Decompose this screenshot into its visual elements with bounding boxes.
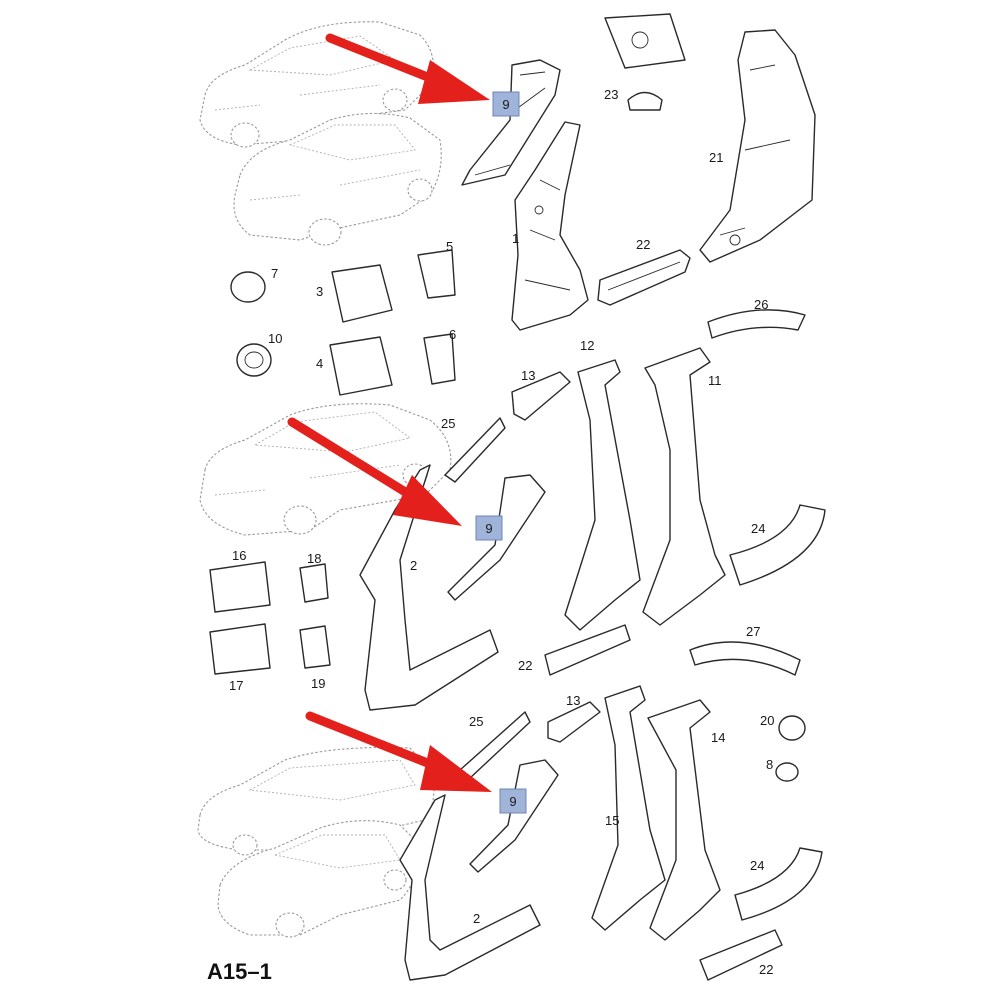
part-21-rear-panel <box>699 29 816 263</box>
part-9-bottom <box>469 759 559 873</box>
part-12-b-pillar-mid <box>564 359 641 631</box>
callout-22b: 22 <box>518 658 532 673</box>
callout-10: 10 <box>268 331 282 346</box>
callout-16: 16 <box>232 548 246 563</box>
callout-6: 6 <box>449 327 456 342</box>
callout-8: 8 <box>766 757 773 772</box>
callout-23: 23 <box>604 87 618 102</box>
part-27-arch-mid <box>689 641 801 676</box>
car-sedan-bottom <box>217 820 421 938</box>
callout-1: 1 <box>512 231 519 246</box>
small-parts-top-left <box>230 249 456 396</box>
highlight-part-9-mid[interactable]: 9 <box>475 515 503 541</box>
callout-24b: 24 <box>750 858 764 873</box>
part-11-b-pillar-outer-mid <box>642 347 726 626</box>
part-22-sill-top <box>597 249 691 306</box>
callout-26: 26 <box>754 297 768 312</box>
callout-11: 11 <box>708 373 722 388</box>
small-parts-bottom-right <box>775 715 806 782</box>
callout-13a: 13 <box>521 368 535 383</box>
part-26-arch <box>707 309 806 339</box>
part-14-b-pillar-outer-bottom <box>647 699 721 941</box>
diagram-code-label: A15–1 <box>207 959 272 984</box>
highlight-label: 9 <box>485 521 492 536</box>
part-23-grommet-with-pad <box>604 13 686 111</box>
part-24-rocker-mid <box>729 504 826 586</box>
part-2-a-pillar-mid <box>359 464 499 711</box>
part-22-sill-bottom <box>699 929 783 981</box>
callout-12: 12 <box>580 338 594 353</box>
car-sedan-top <box>233 112 442 246</box>
part-13-bracket-bottom <box>547 701 601 743</box>
callout-17: 17 <box>229 678 243 693</box>
callout-19: 19 <box>311 676 325 691</box>
callout-2b: 2 <box>473 911 480 926</box>
callout-22c: 22 <box>759 962 773 977</box>
part-25-roof-rail-mid <box>444 417 506 483</box>
callout-27: 27 <box>746 624 760 639</box>
callout-25a: 25 <box>441 416 455 431</box>
callout-13b: 13 <box>566 693 580 708</box>
callout-7: 7 <box>271 266 278 281</box>
red-arrow-top <box>325 33 490 104</box>
red-arrow-bottom <box>305 711 492 792</box>
highlight-label: 9 <box>509 794 516 809</box>
part-24-rocker-bottom <box>734 847 823 921</box>
red-arrow-mid <box>287 417 462 526</box>
highlight-part-9-top[interactable]: 9 <box>492 91 520 117</box>
callout-21: 21 <box>709 150 723 165</box>
callout-25b: 25 <box>469 714 483 729</box>
callout-3: 3 <box>316 284 323 299</box>
part-15-b-pillar-bottom <box>591 685 666 931</box>
callout-24a: 24 <box>751 521 765 536</box>
callout-20: 20 <box>760 713 774 728</box>
part-2-a-pillar-bottom <box>399 794 541 981</box>
callout-22a: 22 <box>636 237 650 252</box>
callout-14: 14 <box>711 730 725 745</box>
small-parts-mid-left <box>209 561 331 675</box>
callout-4: 4 <box>316 356 323 371</box>
part-13-bracket-mid <box>511 371 571 421</box>
highlight-part-9-bottom[interactable]: 9 <box>499 788 527 814</box>
callout-2a: 2 <box>410 558 417 573</box>
part-9-top <box>461 59 561 186</box>
part-22-sill-mid <box>544 624 631 676</box>
callout-5: 5 <box>446 239 453 254</box>
highlight-label: 9 <box>502 97 509 112</box>
callout-18: 18 <box>307 551 321 566</box>
callout-15: 15 <box>605 813 619 828</box>
part-1-a-pillar <box>511 121 589 331</box>
